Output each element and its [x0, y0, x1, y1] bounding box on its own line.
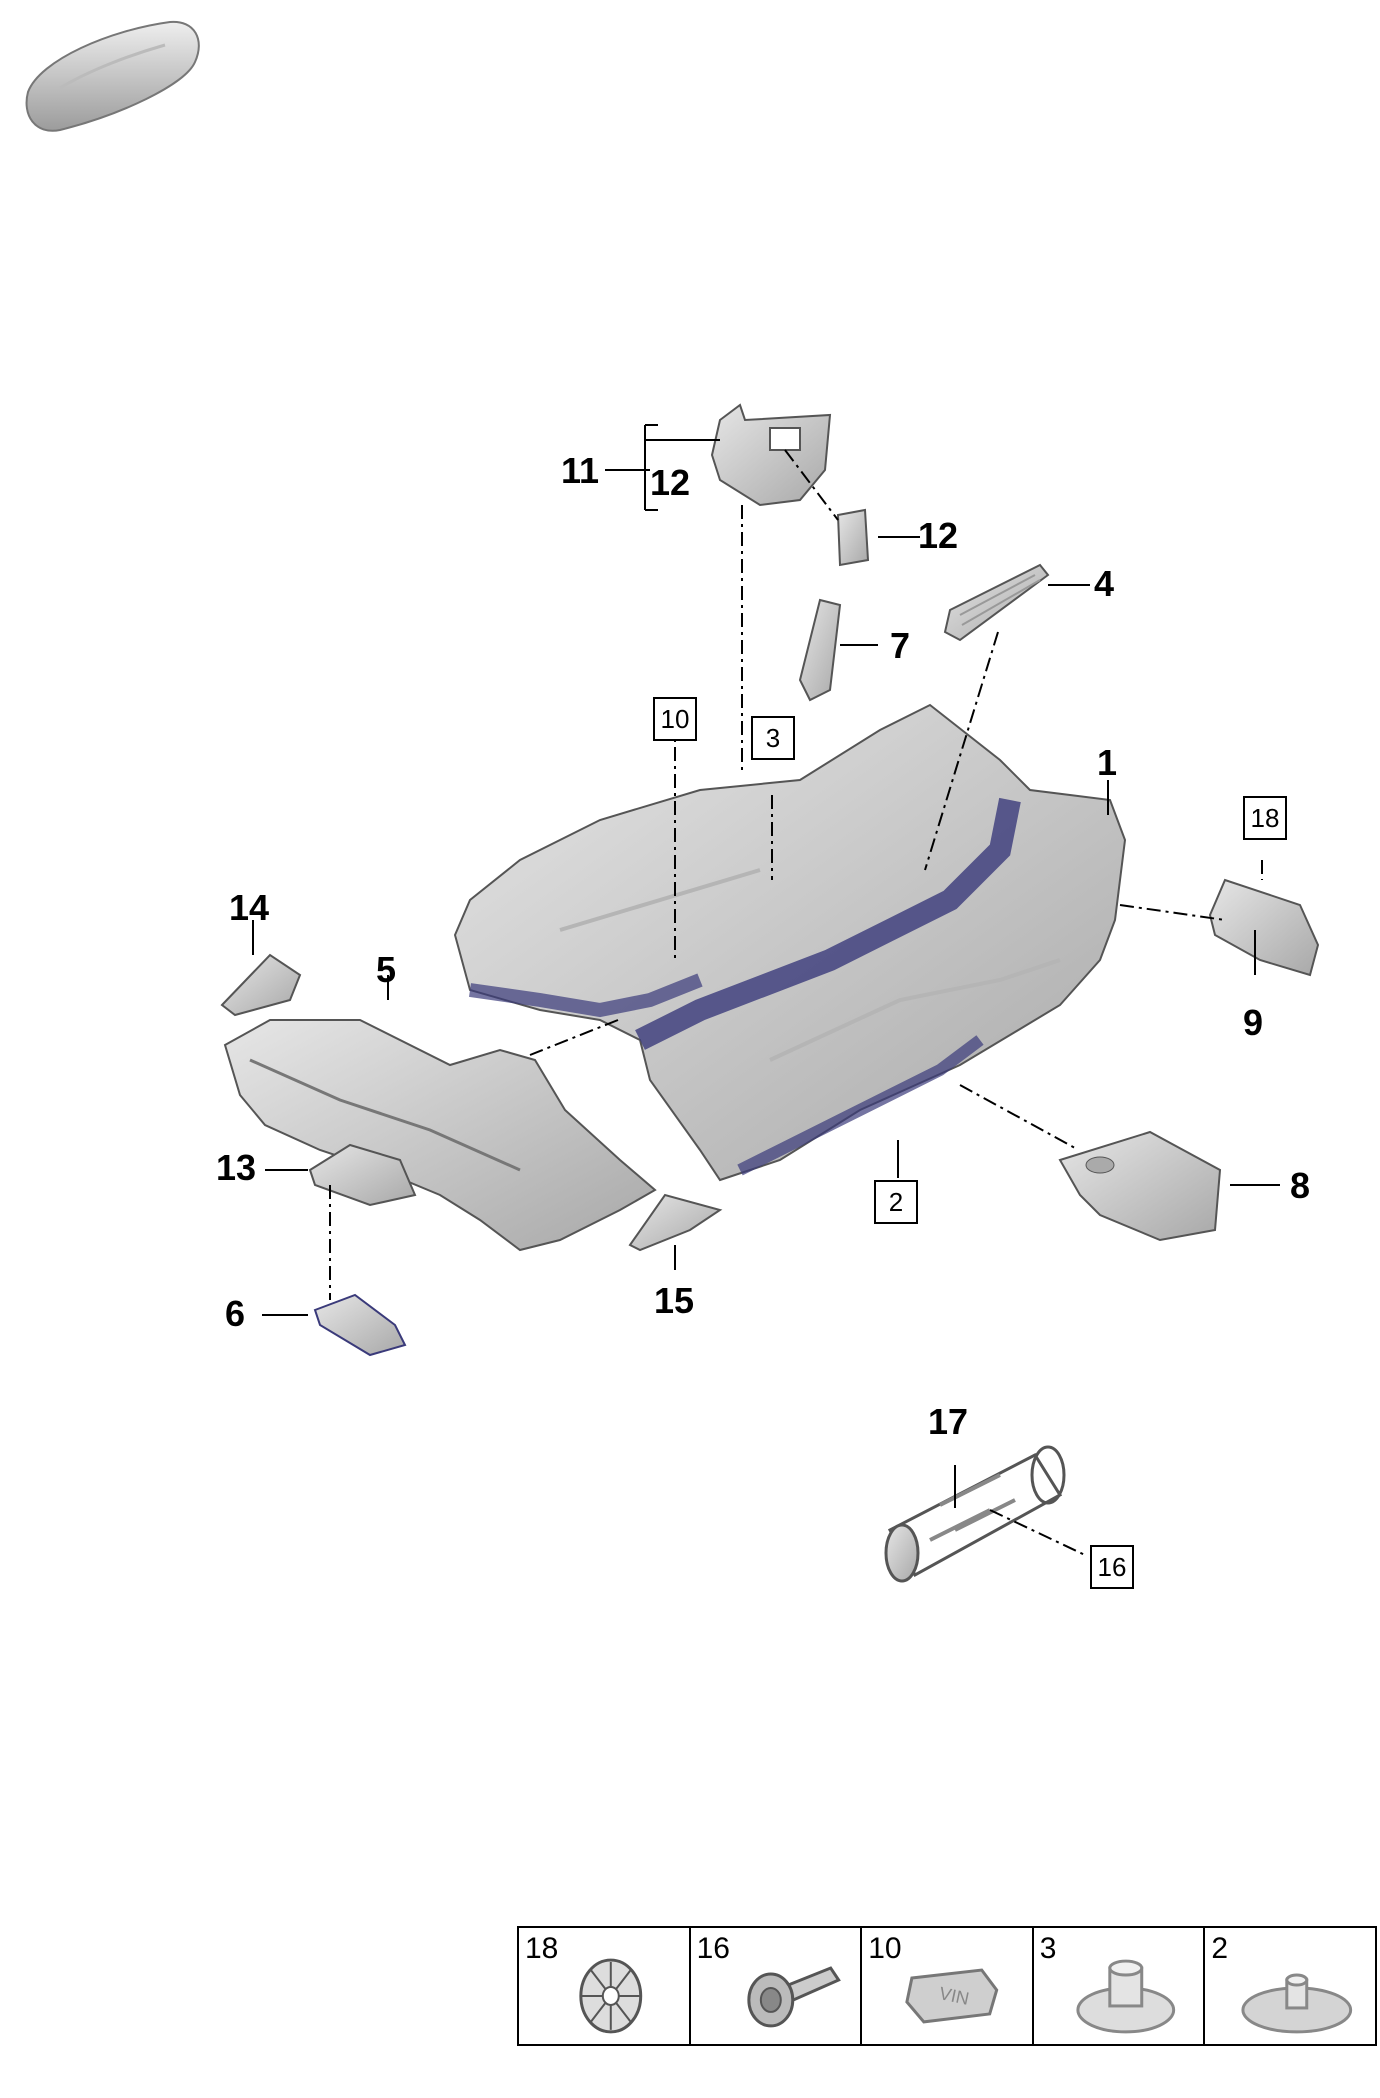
callout-11: 11: [561, 450, 600, 491]
boxed-ref-2: 2: [874, 1180, 918, 1224]
callout-13: 13: [216, 1147, 257, 1188]
boxed-ref-10: 10: [653, 697, 697, 741]
leader-lines: [252, 424, 1280, 1508]
side-pad-part: [1208, 878, 1320, 977]
grille-part: [943, 563, 1050, 642]
fastener-icon: [1076, 1959, 1175, 2034]
trim-piece-14: [220, 953, 302, 1017]
legend-cell-18: 18: [519, 1928, 691, 2044]
boxed-ref-16: 16: [1090, 1545, 1134, 1589]
legend-number: 10: [868, 1932, 902, 1965]
legend-number: 18: [525, 1932, 559, 1965]
callout-7: 7: [890, 625, 911, 666]
callout-6: 6: [225, 1293, 246, 1334]
boxed-ref-3: 3: [751, 716, 795, 760]
washer-icon: [1241, 1973, 1353, 2034]
legend-number: 2: [1211, 1932, 1229, 1965]
bracket-part: [1058, 1130, 1222, 1242]
callout-5: 5: [376, 949, 397, 990]
pad-part: [798, 598, 842, 702]
clip-icon: [579, 1958, 643, 2034]
callout-12-bracket: 12: [650, 462, 691, 503]
legend-cell-2: 2: [1205, 1928, 1375, 2044]
floor-carpet-part: [453, 703, 1127, 1182]
legend-cell-16: 16: [691, 1928, 863, 2044]
callout-1: 1: [1097, 742, 1118, 783]
callout-15: 15: [654, 1280, 695, 1321]
legend-number: 16: [696, 1932, 730, 1965]
vin-plug-icon: VIN: [905, 1968, 999, 2024]
boxed-ref-18: 18: [1243, 796, 1287, 840]
cover-plate-part: [836, 508, 870, 567]
trim-piece-15: [628, 1193, 723, 1252]
legend-number: 3: [1039, 1932, 1057, 1965]
dash-dot-lines: [329, 449, 1263, 1556]
callout-9: 9: [1243, 1002, 1264, 1043]
holder-6-part: [313, 1293, 407, 1357]
cover-13-part: [308, 1143, 417, 1207]
legend-cell-3: 3: [1034, 1928, 1206, 2044]
callout-17: 17: [928, 1401, 969, 1442]
cylinder-part: [884, 1445, 1066, 1583]
screw-icon: [746, 1966, 841, 2028]
car-thumbnail-icon: [25, 20, 200, 132]
rear-trim-part: [710, 403, 832, 507]
callout-12: 12: [918, 515, 959, 556]
callout-14: 14: [229, 887, 270, 928]
callout-8: 8: [1290, 1165, 1311, 1206]
callout-4: 4: [1094, 563, 1115, 604]
fastener-legend: 18 16 10 VIN 3: [517, 1926, 1377, 2046]
legend-cell-10: 10 VIN: [862, 1928, 1034, 2044]
